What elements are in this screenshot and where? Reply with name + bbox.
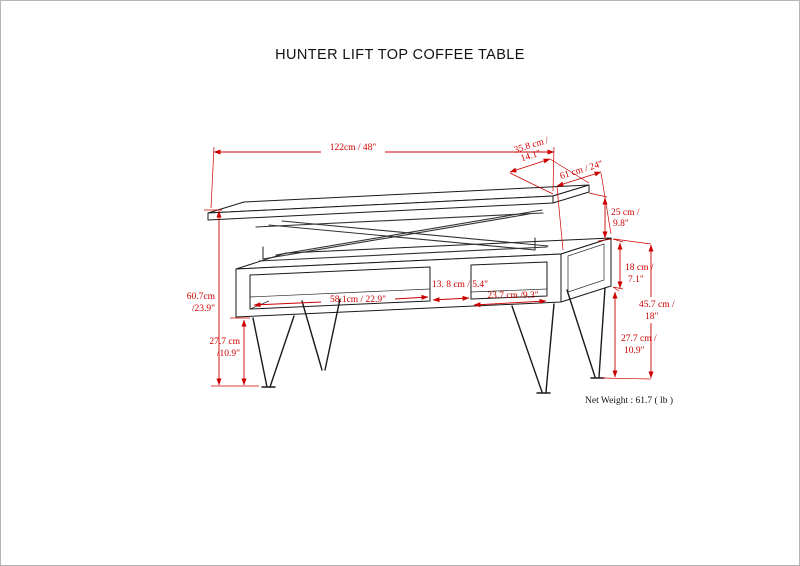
label-divider: 13. 8 cm / 5.4" (432, 280, 488, 290)
extension-line (612, 238, 624, 243)
extension-line (552, 146, 555, 192)
top-right-edge (552, 184, 590, 204)
dim-divider: 13. 8 cm / 5.4" (432, 280, 488, 303)
shelf-opening-right (470, 261, 548, 300)
shelf-interior-line-right (470, 288, 548, 293)
dim-leg-height-left: 27.7 cm /10.9" (209, 317, 250, 386)
label-shelf-right: 23.7 cm /9.3" (487, 291, 538, 301)
extension-line (210, 146, 215, 209)
dim-base-depth: 61 cm / 24" (556, 159, 612, 251)
dim-lift-height: 25 cm / 9.8" (588, 192, 640, 242)
dim-top-width: 122cm / 48" (210, 143, 555, 209)
label-shelf-left: 58.1cm / 22.9" (330, 295, 386, 305)
extension-line (556, 186, 564, 251)
label-base-total-2: 18" (645, 312, 659, 322)
dim-base-total-height: 45.7 cm / 18" (601, 238, 675, 380)
shelf-interior-line-left (249, 288, 431, 298)
extension-line (613, 238, 652, 245)
mech-arm (281, 220, 549, 247)
extension-line (509, 172, 554, 195)
label-leg-left-1: 27.7 cm (209, 337, 240, 347)
label-leg-left-2: /10.9" (217, 349, 240, 359)
page-title: HUNTER LIFT TOP COFFEE TABLE (275, 47, 525, 63)
dim-leg-height-right: 27.7 cm / 10.9" (612, 286, 657, 378)
label-lift-height-1: 25 cm / (611, 208, 640, 218)
label-total-height-2: /23.9" (192, 304, 215, 314)
dimension-line (253, 301, 322, 308)
table-drawing (207, 184, 612, 394)
label-lift-height-2: 9.8" (613, 219, 629, 229)
label-box-height-1: 18 cm / (625, 263, 654, 273)
label-box-height-2: 7.1" (628, 275, 644, 285)
extension-line (588, 192, 608, 198)
extension-line (597, 238, 613, 242)
dim-shelf-left: 58.1cm / 22.9" (253, 294, 429, 308)
dim-total-height: 60.7cm /23.9" (187, 209, 259, 387)
leg-front-right (511, 303, 555, 394)
mech-base-rail (258, 246, 548, 262)
dimension-line (473, 298, 547, 308)
label-total-height-1: 60.7cm (187, 292, 216, 302)
extension-line (612, 286, 620, 292)
label-leg-right-2: 10.9" (624, 346, 645, 356)
net-weight-label: Net Weight : 61.7 ( lb ) (585, 395, 673, 406)
dimension-line (556, 171, 602, 187)
lift-top-board (207, 184, 590, 221)
dimension-line (394, 294, 429, 300)
leg-back-right (566, 287, 606, 379)
dimension-line (509, 158, 551, 173)
label-base-total-1: 45.7 cm / (639, 300, 675, 310)
shelf-opening-left (249, 266, 431, 310)
lift-mechanism-icon (255, 209, 549, 262)
leg-front-left (252, 315, 295, 388)
dim-shelf-right: 23.7 cm /9.3" (473, 291, 547, 308)
leg-back-left (301, 298, 341, 371)
dimension-line (432, 295, 470, 303)
extension-line (600, 172, 612, 235)
hairpin-legs (252, 287, 606, 394)
mech-top-rail (255, 212, 544, 228)
mech-arm (268, 224, 536, 251)
label-top-width: 122cm / 48" (330, 143, 377, 153)
extension-line (601, 377, 652, 380)
dim-box-height: 18 cm / 7.1" (612, 238, 654, 290)
base-box (235, 237, 612, 318)
side-inset-opening (567, 243, 605, 293)
label-leg-right-1: 27.7 cm / (621, 334, 657, 344)
